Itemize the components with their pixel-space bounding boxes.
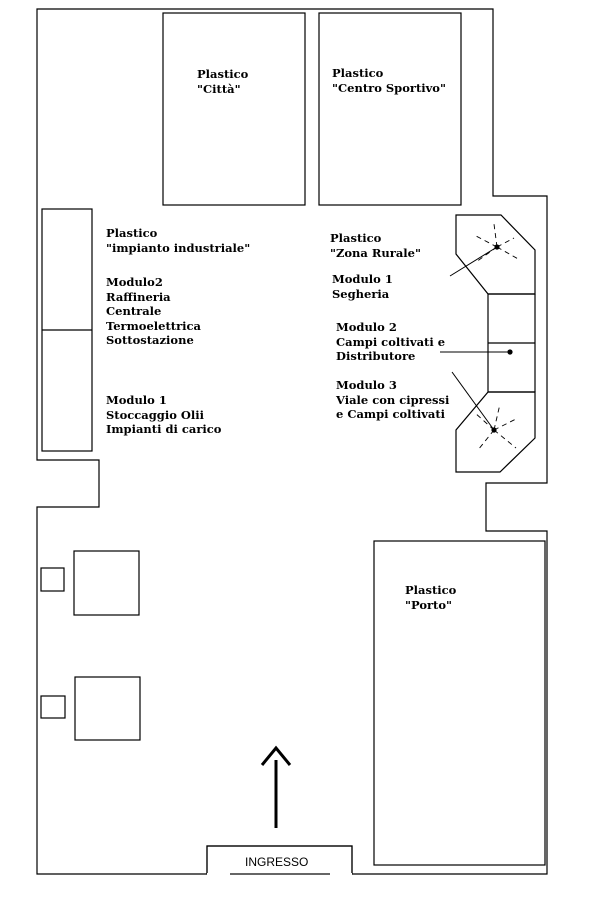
small-box-1 xyxy=(40,567,65,592)
small-box-2 xyxy=(40,695,66,719)
label-industriale-modulo1-line: Impianti di carico xyxy=(106,422,222,436)
label-industriale-modulo2-line: Sottostazione xyxy=(106,333,194,347)
label-industriale-modulo2-line: Modulo2 xyxy=(106,275,163,289)
fan-line-bot-3 xyxy=(493,417,519,431)
label-industriale-line: Plastico xyxy=(106,226,158,240)
label-porto-line: "Porto" xyxy=(405,597,453,612)
label-rurale-modulo3-line: Modulo 3 xyxy=(336,378,397,392)
leader-rurale-mod3 xyxy=(451,371,495,431)
centro-sportivo-model xyxy=(318,12,462,206)
label-rurale-modulo2-line: Campi coltivati e xyxy=(336,334,446,349)
building-outline xyxy=(36,8,548,875)
entrance-arrow xyxy=(260,745,292,828)
fan-line-top-1 xyxy=(475,235,498,248)
fan-line-bot-1 xyxy=(473,411,495,431)
label-industriale-modulo2-line: Raffineria xyxy=(106,289,171,304)
label-citta-line: "Città" xyxy=(197,81,241,96)
label-centro-sportivo: Plastico"Centro Sportivo" xyxy=(332,66,446,95)
fan-line-bot-4 xyxy=(477,429,495,451)
label-rurale-modulo1-line: Segheria xyxy=(332,286,390,301)
label-industriale: Plastico"impianto industriale" xyxy=(106,226,250,255)
label-citta: Plastico"Città" xyxy=(197,67,248,96)
fan-line-top-2 xyxy=(493,223,498,248)
label-porto-line: Plastico xyxy=(405,583,457,597)
fan-line-bot-2 xyxy=(493,403,501,431)
label-rurale-modulo1-line: Modulo 1 xyxy=(332,272,393,286)
porto-model xyxy=(373,540,546,866)
label-rurale-modulo3-line: Viale con cipressi xyxy=(336,392,450,407)
fan-line-top-5 xyxy=(496,246,521,261)
rurale-model xyxy=(455,214,536,473)
label-zona-rurale: Plastico"Zona Rurale" xyxy=(330,231,421,260)
label-rurale-modulo3-line: e Campi coltivati xyxy=(336,407,446,421)
leader-dot-2 xyxy=(507,349,513,355)
label-rurale-modulo2-line: Modulo 2 xyxy=(336,320,397,334)
label-industriale-modulo2-line: Centrale xyxy=(106,304,162,318)
label-centro-sportivo-line: Plastico xyxy=(332,66,384,80)
entrance-frame xyxy=(206,845,353,875)
large-box-2 xyxy=(74,676,141,741)
label-zona-rurale-line: Plastico xyxy=(330,231,382,245)
leader-dot-3 xyxy=(491,427,497,433)
label-industriale-modulo2-line: Termoelettrica xyxy=(106,318,201,333)
label-zona-rurale-line: "Zona Rurale" xyxy=(330,245,421,260)
label-porto: Plastico"Porto" xyxy=(405,583,456,612)
label-citta-line: Plastico xyxy=(197,67,249,81)
label-industriale-line: "impianto industriale" xyxy=(106,240,251,255)
leader-dot-1 xyxy=(494,244,500,250)
fan-line-top-3 xyxy=(496,237,515,248)
fan-line-bot-5 xyxy=(493,429,517,449)
label-industriale-modulo1-line: Modulo 1 xyxy=(106,393,167,407)
entrance-label: INGRESSO xyxy=(245,855,309,869)
label-centro-sportivo-line: "Centro Sportivo" xyxy=(332,80,446,95)
large-box-1 xyxy=(73,550,140,616)
label-industriale-modulo1-line: Stoccaggio Olii xyxy=(106,407,204,422)
citta-model xyxy=(162,12,306,206)
leader-rurale-mod1 xyxy=(449,246,498,277)
label-rurale-modulo2-line: Distributore xyxy=(336,349,416,363)
